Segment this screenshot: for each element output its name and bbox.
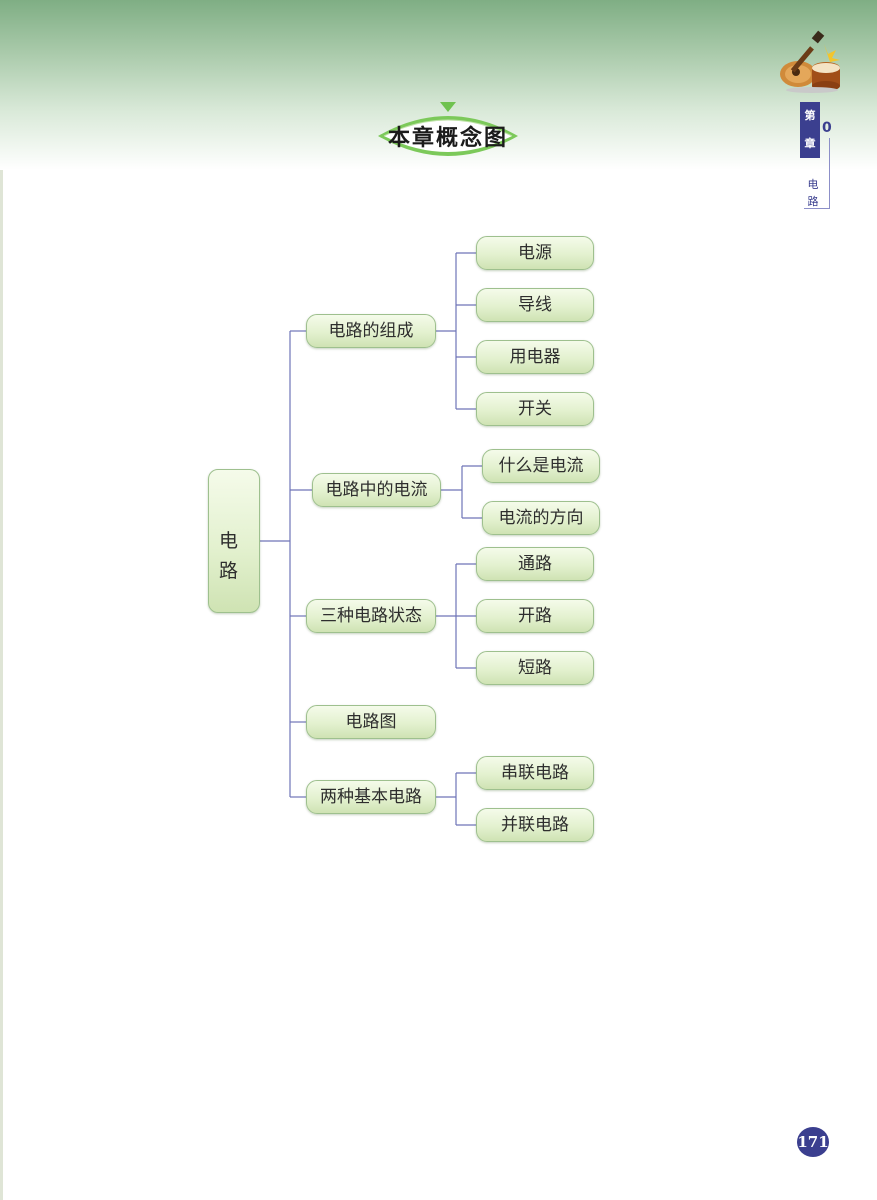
concept-leaf-node: 什么是电流 bbox=[482, 449, 600, 483]
chapter-tab: 第章 bbox=[800, 102, 820, 158]
concept-leaf-node: 开关 bbox=[476, 392, 594, 426]
page-number: 171 bbox=[797, 1127, 829, 1157]
chapter-tab-char-2: 章 bbox=[804, 137, 816, 150]
concept-branch-node: 电路中的电流 bbox=[312, 473, 441, 507]
concept-root-label: 电路 bbox=[219, 530, 239, 582]
concept-leaf-node: 开路 bbox=[476, 599, 594, 633]
chapter-title-banner: 本章概念图 bbox=[376, 100, 520, 166]
page-title: 本章概念图 bbox=[387, 125, 508, 151]
chapter-name: 电路 bbox=[807, 178, 819, 208]
page-edge bbox=[0, 170, 3, 1200]
concept-leaf-node: 用电器 bbox=[476, 340, 594, 374]
concept-leaf-node: 串联电路 bbox=[476, 756, 594, 790]
chapter-tab-char-1: 第 bbox=[804, 109, 816, 122]
title-banner-shape bbox=[378, 102, 518, 156]
concept-leaf-node: 短路 bbox=[476, 651, 594, 685]
concept-leaf-node: 电流的方向 bbox=[482, 501, 600, 535]
concept-root-node: 电路 bbox=[208, 469, 260, 613]
chapter-number: 0 bbox=[822, 120, 832, 136]
concept-leaf-node: 导线 bbox=[476, 288, 594, 322]
concept-branch-node: 电路图 bbox=[306, 705, 436, 739]
concept-branch-node: 电路的组成 bbox=[306, 314, 436, 348]
concept-leaf-node: 并联电路 bbox=[476, 808, 594, 842]
chapter-side-bracket bbox=[804, 138, 830, 209]
guitar-drum-icon bbox=[780, 30, 840, 93]
concept-branch-node: 三种电路状态 bbox=[306, 599, 436, 633]
concept-leaf-node: 电源 bbox=[476, 236, 594, 270]
concept-branch-node: 两种基本电路 bbox=[306, 780, 436, 814]
concept-leaf-node: 通路 bbox=[476, 547, 594, 581]
